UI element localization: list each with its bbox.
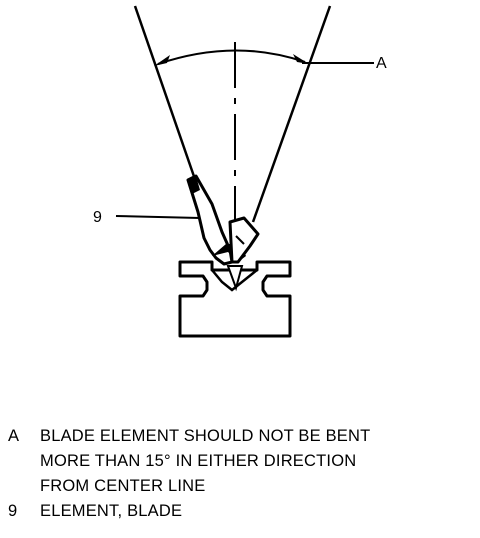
legend: A BLADE ELEMENT SHOULD NOT BE BENT MORE … (8, 424, 474, 524)
legend-line: BLADE ELEMENT SHOULD NOT BE BENT (40, 427, 371, 445)
blade-tip (188, 176, 200, 194)
legend-key-a: A (8, 427, 20, 445)
legend-line: FROM CENTER LINE (40, 477, 206, 495)
arc-arrowhead-right (293, 54, 309, 64)
legend-key-9: 9 (8, 502, 18, 520)
callout-9-label: 9 (93, 209, 102, 226)
legend-item-9: 9 ELEMENT, BLADE (8, 499, 474, 524)
holder-slot (211, 269, 258, 292)
blade-holder (178, 260, 292, 338)
callout-a-label: A (376, 55, 387, 72)
right-limit-line (251, 5, 332, 223)
arc-arrowhead-left (154, 55, 170, 66)
legend-item-a: A BLADE ELEMENT SHOULD NOT BE BENT MORE … (8, 424, 474, 499)
legend-text-a: BLADE ELEMENT SHOULD NOT BE BENT MORE TH… (40, 424, 474, 499)
legend-line: ELEMENT, BLADE (40, 502, 183, 520)
left-limit-line (133, 5, 200, 189)
legend-text-9: ELEMENT, BLADE (40, 499, 474, 524)
legend-line: MORE THAN 15° IN EITHER DIRECTION (40, 452, 357, 470)
blade-element (186, 174, 260, 292)
callout-9-leader (115, 215, 201, 219)
blade-flap (228, 216, 260, 264)
angle-arc (154, 49, 309, 66)
